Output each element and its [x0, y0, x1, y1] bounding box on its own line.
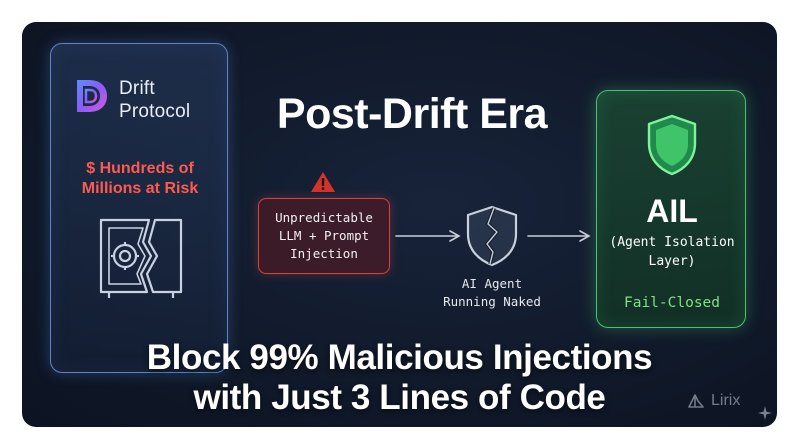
lirix-logo-icon: [688, 394, 704, 408]
ail-title: AIL: [646, 193, 698, 229]
ail-subtitle-line2: Layer): [648, 254, 696, 269]
watermark: Lirix: [686, 391, 740, 411]
arrowhead-threat-to-agent: [449, 230, 461, 242]
sparkle-icon: [758, 406, 772, 420]
safe-vault-icon: [99, 218, 183, 298]
drift-protocol-panel: Drift Protocol $ Hundreds of Millions at…: [50, 43, 228, 373]
shield-icon: [647, 114, 697, 176]
brand-name-line1: Drift: [119, 78, 155, 99]
drift-logo-icon: [77, 80, 107, 112]
agent-label-line2: Running Naked: [443, 294, 541, 309]
broken-shield-icon: [466, 205, 518, 267]
headline-line1: Block 99% Malicious Injections: [146, 338, 653, 377]
diagram-canvas: Drift Protocol $ Hundreds of Millions at…: [22, 22, 777, 427]
ail-panel: AIL (Agent Isolation Layer) Fail-Closed: [596, 90, 746, 328]
ail-subtitle-line1: (Agent Isolation: [609, 235, 735, 250]
risk-text-line2: Millions at Risk: [81, 180, 199, 197]
threat-line3: Injection: [290, 246, 358, 261]
risk-text-line1: $ Hundreds of: [86, 160, 194, 177]
threat-line1: Unpredictable: [275, 210, 373, 225]
threat-box: Unpredictable LLM + Prompt Injection: [258, 198, 390, 274]
page-title: Post-Drift Era: [276, 90, 548, 138]
agent-label-line1: AI Agent: [461, 276, 523, 291]
ail-status: Fail-Closed: [623, 295, 721, 311]
warning-icon: [311, 172, 335, 192]
brand-name-line2: Protocol: [119, 101, 191, 122]
headline-line2: with Just 3 Lines of Code: [193, 378, 606, 417]
arrowhead-agent-to-ail: [579, 230, 591, 242]
watermark-text: Lirix: [711, 392, 741, 409]
threat-line2: LLM + Prompt: [278, 228, 370, 243]
